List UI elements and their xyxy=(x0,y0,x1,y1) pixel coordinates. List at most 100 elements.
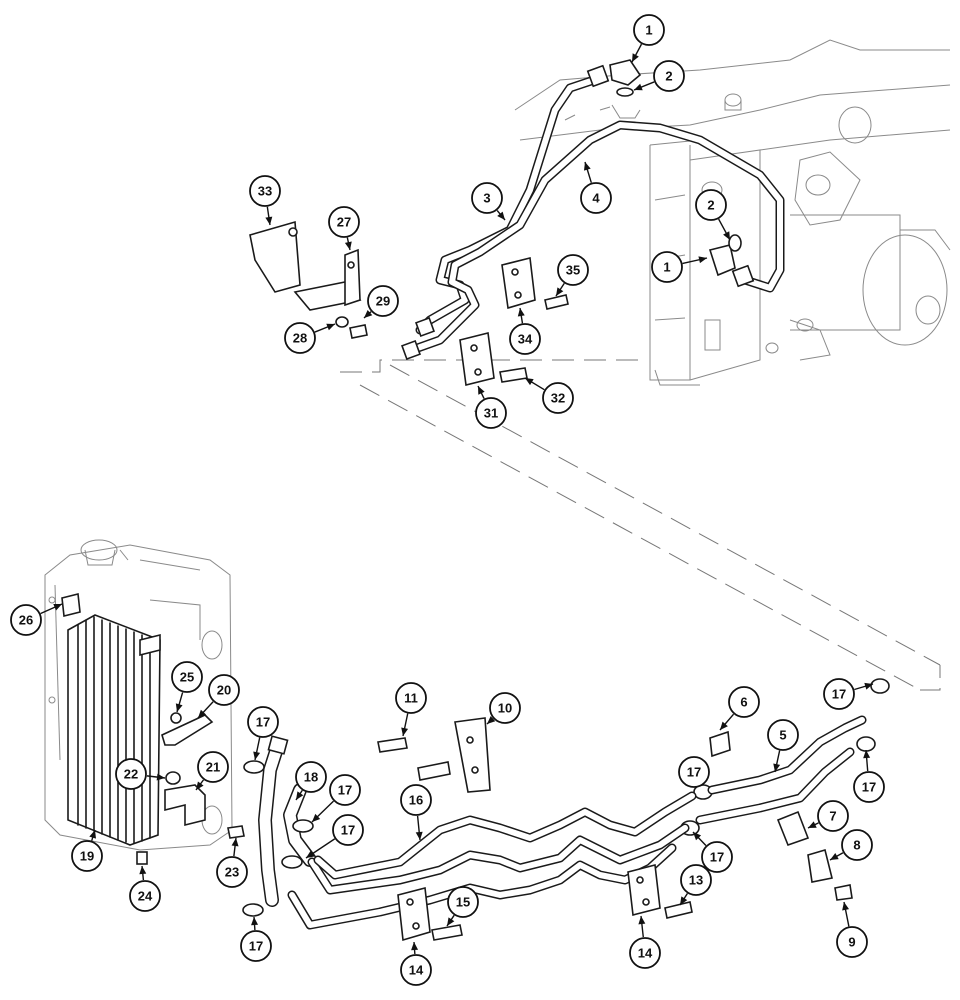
callout-arrowhead xyxy=(632,53,639,62)
callout-circle xyxy=(115,758,147,790)
callout-circle xyxy=(332,814,364,846)
callout-circle xyxy=(284,322,316,354)
callout-arrowhead xyxy=(478,386,485,395)
callout-circle xyxy=(633,14,665,46)
callout-25: 25 xyxy=(171,661,203,713)
callout-18: 18 xyxy=(295,761,327,801)
callout-15: 15 xyxy=(446,886,479,927)
callout-arrowhead xyxy=(253,751,261,760)
pipe-3 xyxy=(415,73,605,335)
bracket-21 xyxy=(164,784,206,827)
callout-33: 33 xyxy=(249,175,281,226)
callout-label: 17 xyxy=(687,765,701,780)
callout-label: 35 xyxy=(566,263,580,278)
callout-label: 25 xyxy=(180,670,194,685)
callout-label: 14 xyxy=(638,946,653,961)
bolt-35 xyxy=(544,294,569,310)
callout-label: 28 xyxy=(293,331,307,346)
callout-2: 2 xyxy=(633,60,685,92)
callout-label: 7 xyxy=(829,809,836,824)
pipe-16 xyxy=(287,791,697,930)
callout-label: 17 xyxy=(341,823,355,838)
callout-label: 22 xyxy=(124,767,138,782)
callout-arrowhead xyxy=(312,813,321,822)
callout-19: 19 xyxy=(71,829,103,872)
callout-circle xyxy=(367,285,399,317)
callout-arrowhead xyxy=(638,916,646,925)
clip-26 xyxy=(61,593,81,617)
clamp-14-right xyxy=(627,863,661,917)
nut-25 xyxy=(170,712,182,724)
clamp-31 xyxy=(459,332,495,386)
callout-circle xyxy=(240,930,272,962)
bolt-23 xyxy=(227,825,245,839)
bracket-33-27 xyxy=(249,220,362,311)
callout-24: 24 xyxy=(129,865,161,912)
callout-circle xyxy=(400,954,432,986)
callout-label: 15 xyxy=(456,895,470,910)
callout-label: 16 xyxy=(409,793,423,808)
callout-circle xyxy=(10,604,42,636)
callout-label: 24 xyxy=(138,889,153,904)
pipe-4 xyxy=(407,120,785,355)
callout-14: 14 xyxy=(400,941,432,986)
callout-arrowhead xyxy=(306,850,315,858)
callout-22: 22 xyxy=(115,758,166,790)
callout-arrowhead xyxy=(344,241,352,250)
callout-circle xyxy=(471,182,503,214)
pipe-5 xyxy=(695,715,867,825)
callout-label: 1 xyxy=(645,23,652,38)
callout-arrowhead xyxy=(863,750,871,759)
callout-arrowhead xyxy=(517,308,525,317)
callout-arrowhead xyxy=(525,378,534,386)
callout-label: 2 xyxy=(707,198,714,213)
callout-circle xyxy=(395,682,427,714)
callout-14: 14 xyxy=(629,915,661,969)
callout-arrowhead xyxy=(198,709,207,718)
callout-circle xyxy=(557,254,589,286)
callout-circle xyxy=(197,751,229,783)
callout-16: 16 xyxy=(400,784,432,841)
callout-label: 33 xyxy=(258,184,272,199)
transmission-housing xyxy=(514,39,951,386)
callout-circle xyxy=(653,60,685,92)
callout-circle xyxy=(767,719,799,751)
callout-arrowhead xyxy=(415,831,423,840)
callout-2: 2 xyxy=(695,189,731,241)
callout-17: 17 xyxy=(692,831,733,873)
callout-label: 32 xyxy=(551,391,565,406)
bolt-9 xyxy=(834,884,853,901)
callout-circle xyxy=(475,397,507,429)
callout-circle xyxy=(171,661,203,693)
callout-label: 14 xyxy=(409,963,424,978)
callout-arrowhead xyxy=(634,83,643,91)
callout-label: 21 xyxy=(206,760,220,775)
nut-24 xyxy=(136,851,148,865)
callout-label: 2 xyxy=(665,69,672,84)
callout-label: 11 xyxy=(404,691,418,706)
callout-31: 31 xyxy=(475,385,507,429)
callout-label: 17 xyxy=(256,715,270,730)
callout-circle xyxy=(249,175,281,207)
bolt-29 xyxy=(349,324,368,339)
grommet-22 xyxy=(165,771,181,785)
callout-label: 9 xyxy=(848,935,855,950)
clamp-14-left xyxy=(397,886,431,942)
callout-arrowhead xyxy=(364,310,373,318)
callout-1: 1 xyxy=(631,14,665,63)
callout-circle xyxy=(509,323,541,355)
callout-label: 17 xyxy=(710,850,724,865)
callout-circle xyxy=(580,182,612,214)
clamp-7 xyxy=(776,810,810,847)
callout-3: 3 xyxy=(471,182,506,221)
callout-7: 7 xyxy=(807,800,849,832)
callout-arrowhead xyxy=(864,682,873,690)
callout-circle xyxy=(678,756,710,788)
callout-circle xyxy=(400,784,432,816)
callout-6: 6 xyxy=(719,686,760,731)
callout-17: 17 xyxy=(247,706,279,761)
elbow-fitting-upper xyxy=(586,59,642,97)
bolt-11 xyxy=(377,737,408,753)
callout-label: 17 xyxy=(338,783,352,798)
